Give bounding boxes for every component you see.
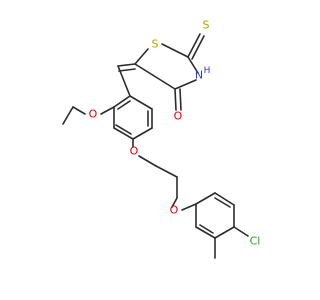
bond [132,127,153,140]
atom-o-ethoxy: O [89,108,98,121]
bond [117,63,136,67]
molecule-drawing: S S N H O O O O Cl [62,19,261,259]
bond [161,43,189,58]
bond [187,33,201,58]
bond [72,106,86,115]
bonds [62,33,249,259]
bond [181,203,197,211]
atom-labels: S S N H O O O O Cl [89,19,261,248]
bond [129,95,153,110]
bond [113,95,131,108]
bond [174,79,197,90]
bond [214,192,235,206]
bond [115,124,132,135]
bond [214,226,235,239]
atom-o-carbonyl: O [174,110,183,123]
bond [100,106,115,115]
atom-h: H [204,66,211,76]
bond [191,35,205,60]
bond [174,88,177,111]
bond [195,226,216,239]
bond [117,100,131,110]
bond [62,106,74,125]
atom-n: N [195,69,203,82]
bond [134,48,149,65]
atom-o-ether-2: O [170,204,179,217]
bond [134,63,176,90]
bond [195,192,216,205]
atom-s-ring: S [152,38,159,51]
bond [118,68,136,72]
atom-o-ether-1: O [130,145,139,158]
bond [155,165,178,178]
bond [233,226,249,237]
atom-s-thione: S [203,19,210,32]
bond [179,88,182,111]
structure-canvas: S S N H O O O O Cl [62,18,261,259]
bond [171,197,178,208]
atom-cl: Cl [250,235,261,248]
bond [214,197,231,208]
bond [187,56,199,74]
bond [138,155,157,167]
bond [113,127,134,140]
bond [199,224,214,234]
bond [117,65,131,97]
